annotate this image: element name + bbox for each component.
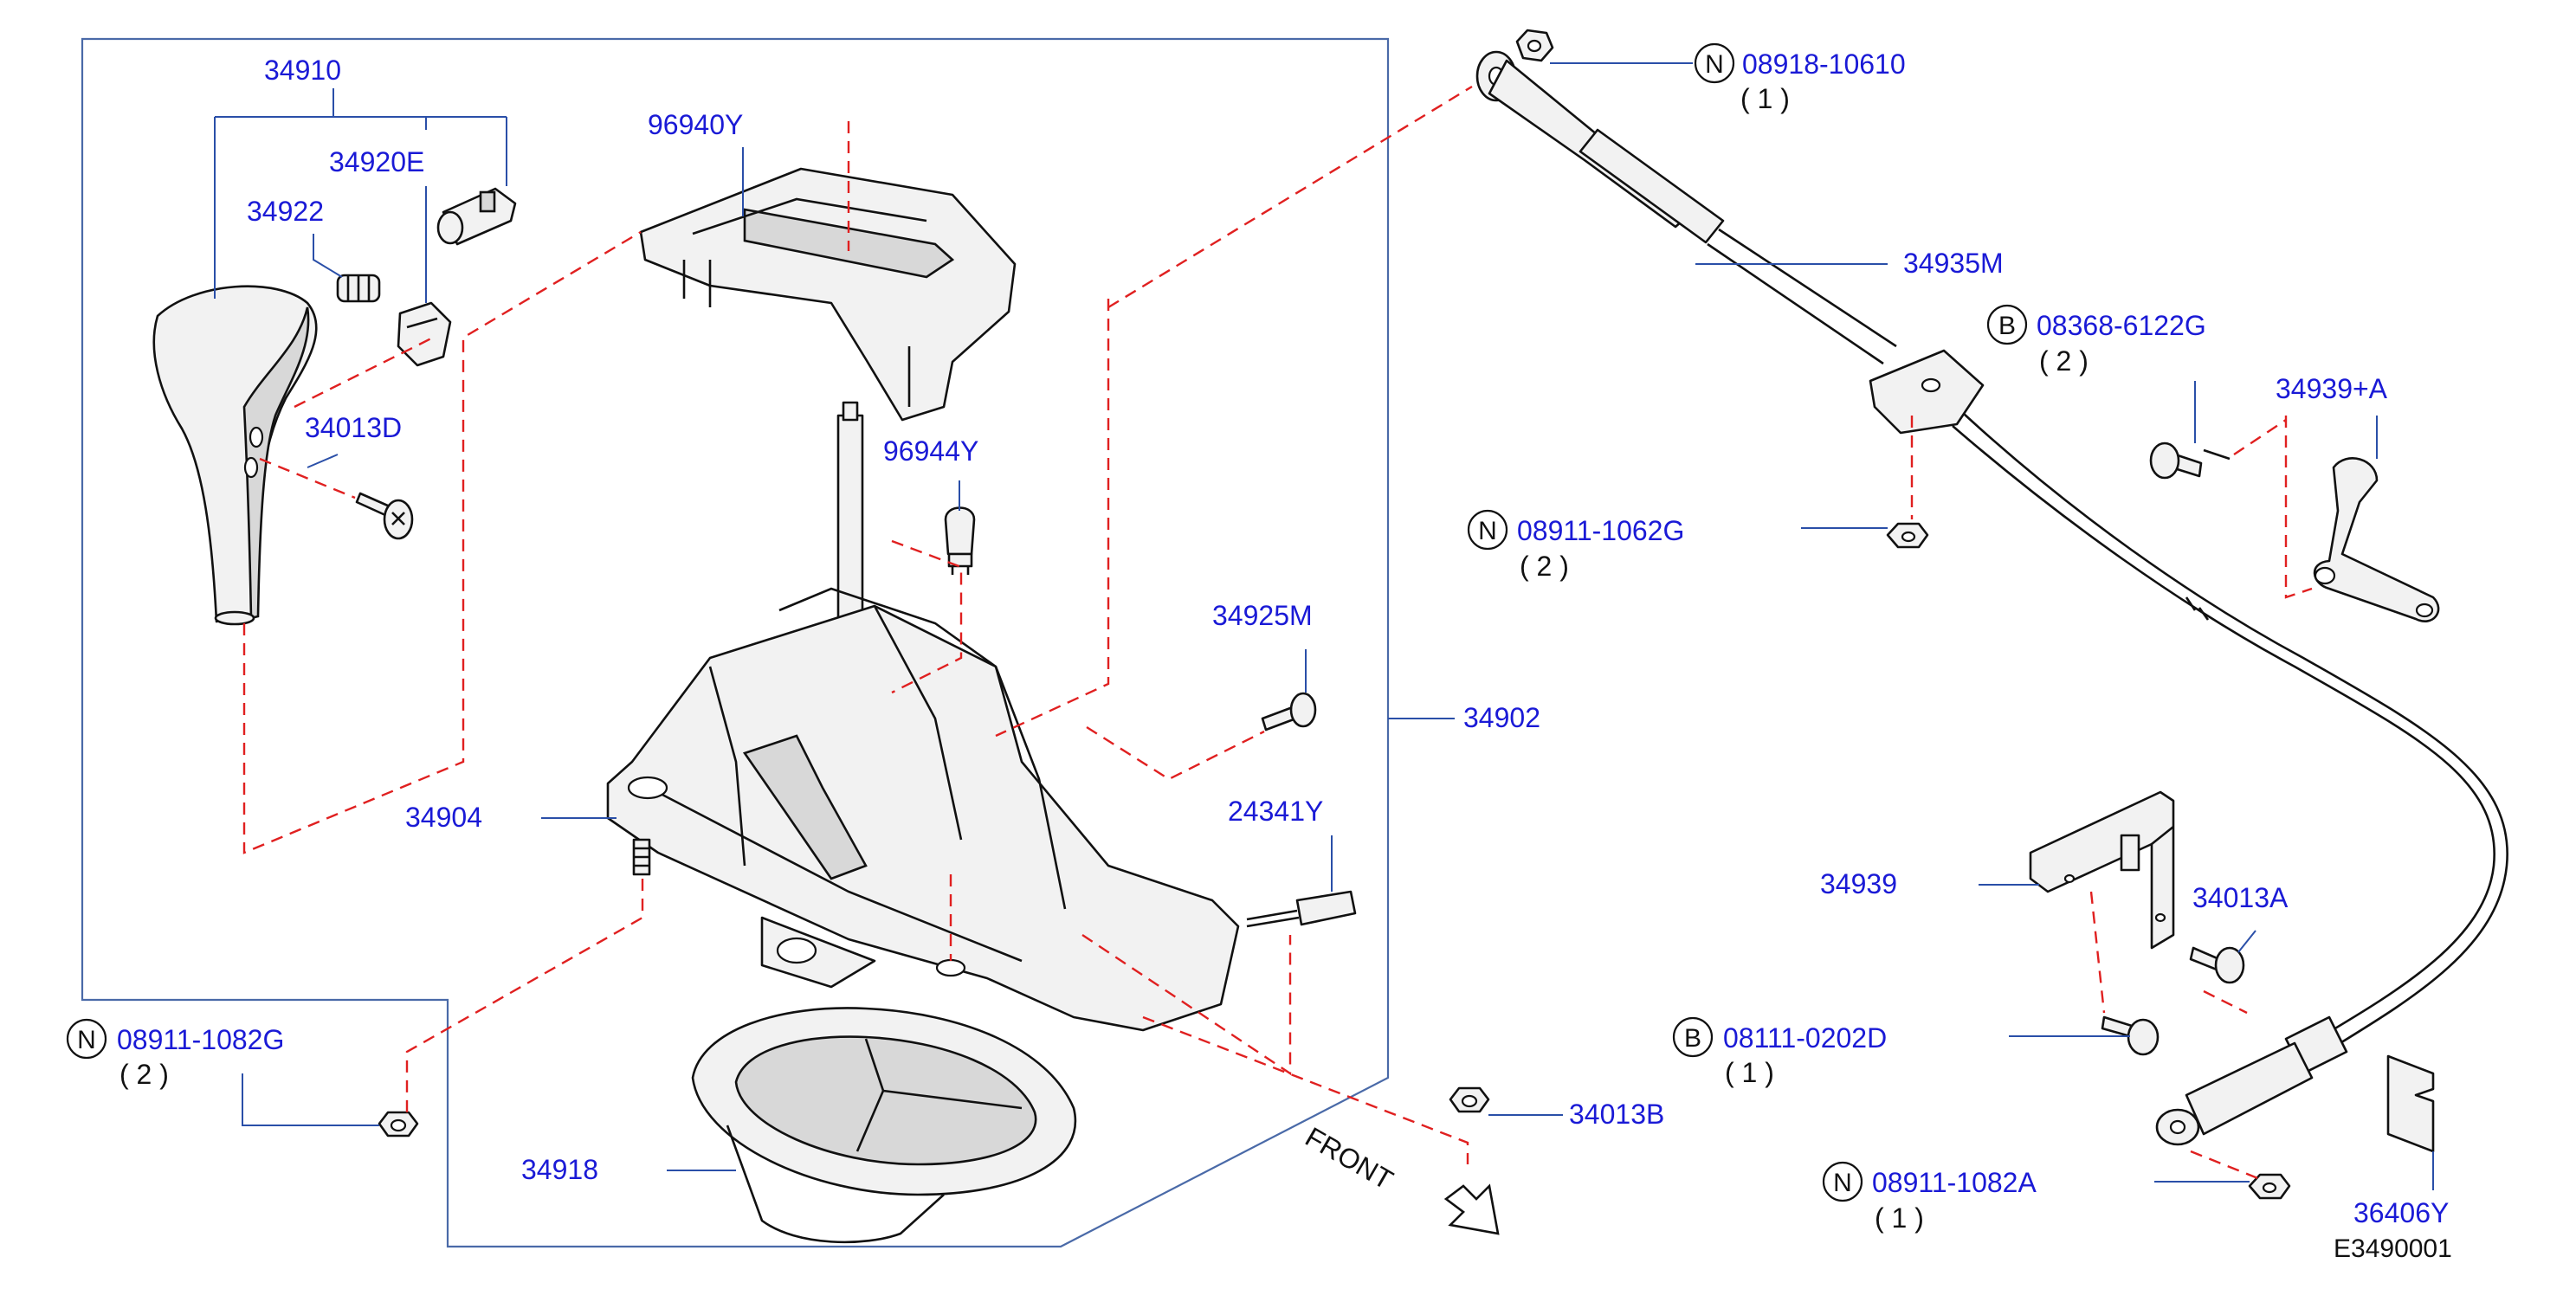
- knob-hole-upper: [249, 426, 264, 448]
- fastener-prefix: B: [1998, 312, 2016, 340]
- bulb-96944Y: [944, 506, 976, 575]
- label-34910: 34910: [264, 55, 341, 86]
- fastener-part-number: 08111-0202D: [1723, 1022, 1887, 1054]
- spring-34922: [336, 274, 381, 303]
- knob-hole-lower: [243, 456, 259, 479]
- assembly-34902-frame: [81, 37, 1390, 1248]
- label-34904: 34904: [405, 802, 482, 833]
- fastener-quantity: ( 2 ): [119, 1059, 169, 1090]
- label-24341Y: 24341Y: [1228, 796, 1323, 827]
- base-mount-hole: [627, 776, 668, 800]
- label-34925M: 34925M: [1212, 600, 1313, 631]
- fastener-callout-f4: N 08911-1082G ( 2 ): [66, 1018, 284, 1090]
- fastener-part-number: 08911-1082G: [117, 1024, 284, 1055]
- fastener-callout-f5: B 08111-0202D ( 1 ): [1672, 1016, 1887, 1088]
- label-34902: 34902: [1463, 702, 1540, 733]
- assembly-dash-lines: [242, 85, 2313, 1181]
- nut-08918-10610: [1515, 29, 1554, 62]
- fastener-callout-f1: N 08918-10610 ( 1 ): [1694, 42, 1906, 114]
- base-stud: [632, 838, 651, 876]
- label-36406Y: 36406Y: [2353, 1197, 2449, 1228]
- fastener-quantity: ( 1 ): [1725, 1057, 1774, 1088]
- bracket-34939: [2029, 790, 2175, 950]
- label-34013B: 34013B: [1569, 1099, 1664, 1130]
- fastener-prefix: N: [77, 1026, 96, 1054]
- fastener-callout-f6: N 08911-1082A ( 1 ): [1822, 1161, 2037, 1234]
- fastener-quantity: ( 1 ): [1740, 83, 1790, 114]
- shifter-base: [606, 604, 1240, 1032]
- clip-36406Y: [2386, 1054, 2435, 1153]
- knob-bottom: [214, 610, 255, 626]
- shift-knob-shading: [242, 306, 310, 620]
- label-96944Y: 96944Y: [883, 435, 978, 467]
- connector-24341Y: [1246, 890, 1357, 928]
- fastener-part-number: 08911-1082A: [1872, 1167, 2037, 1198]
- nut-08911-1082A: [2248, 1173, 2291, 1200]
- fastener-part-number: 08918-10610: [1742, 48, 1906, 80]
- control-cable: [1475, 50, 2508, 1146]
- bolt-34013A: [2189, 946, 2245, 984]
- fastener-quantity: ( 2 ): [2039, 345, 2089, 377]
- fastener-callout-f2: B 08368-6122G ( 2 ): [1986, 304, 2206, 377]
- front-arrow: [1443, 1183, 1500, 1235]
- fastener-part-number: 08368-6122G: [2037, 310, 2206, 341]
- leader-lines: [214, 62, 2434, 1190]
- label-96940Y: 96940Y: [648, 109, 743, 140]
- boot-34918: [691, 1007, 1077, 1244]
- label-34013D: 34013D: [305, 412, 402, 443]
- fastener-part-number: 08911-1062G: [1517, 515, 1684, 546]
- fastener-quantity: ( 2 ): [1520, 551, 1569, 582]
- screw-34013D: [355, 492, 414, 540]
- nut-08911-1082G: [378, 1111, 419, 1138]
- fastener-prefix: N: [1705, 50, 1724, 79]
- figure-code: E3490001: [2334, 1234, 2452, 1263]
- label-34013A: 34013A: [2192, 882, 2289, 913]
- fastener-prefix: N: [1478, 517, 1497, 545]
- label-34939A: 34939+A: [2276, 373, 2388, 404]
- fastener-callout-f3: N 08911-1062G ( 2 ): [1467, 509, 1684, 582]
- indicator-cover: [639, 167, 1017, 422]
- shift-knob: [152, 285, 318, 623]
- bolt-08368-6122G: [2149, 441, 2231, 480]
- fastener-quantity: ( 1 ): [1875, 1202, 1924, 1234]
- base-gate: [742, 734, 868, 880]
- nut-34013B: [1449, 1086, 1490, 1113]
- screw-34925M: [1261, 692, 1317, 732]
- label-34939: 34939: [1820, 868, 1897, 899]
- fastener-prefix: N: [1833, 1169, 1852, 1197]
- bracket-34939A: [2313, 457, 2440, 622]
- label-34922: 34922: [247, 196, 324, 227]
- label-34920E: 34920E: [329, 146, 424, 177]
- nut-08911-1062G: [1886, 522, 1929, 549]
- label-34935M: 34935M: [1903, 248, 2004, 279]
- fastener-prefix: B: [1684, 1024, 1701, 1053]
- label-34918: 34918: [521, 1154, 598, 1185]
- push-button: [436, 187, 517, 246]
- part-labels: 34910 34920E 34922 34013D 96940Y 96944Y …: [247, 55, 2452, 1263]
- front-label: FRONT: [1301, 1121, 1398, 1196]
- clip-34920E: [397, 301, 452, 367]
